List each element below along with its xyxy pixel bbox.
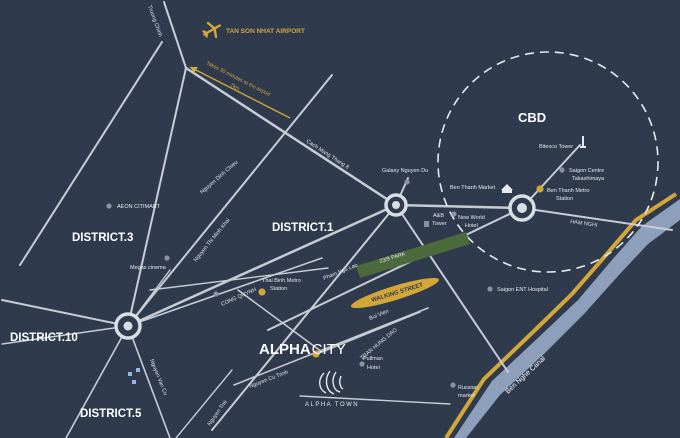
svg-text:Pullman: Pullman: [363, 356, 383, 362]
alpha-town-logo: [319, 370, 344, 395]
svg-text:Megas cinema: Megas cinema: [130, 265, 167, 271]
svg-text:A&B: A&B: [433, 213, 444, 219]
poi-aeon: AEON CITIMART: [106, 203, 161, 210]
canal-bank-gold: [444, 192, 678, 438]
svg-text:Thai Binh Metro: Thai Binh Metro: [262, 278, 301, 284]
airplane-icon: [202, 21, 221, 39]
canal-water: [454, 199, 680, 438]
poi-saigon-centre: Saigon Centre Takashimaya: [559, 167, 605, 182]
poi-russian-market: Russian market: [450, 382, 478, 399]
airport-label: TAN SON NHAT AIRPORT: [226, 28, 305, 35]
poi-bitexco: Bitexco Tower: [539, 136, 586, 150]
poi-ben-thanh-metro: Ben Thanh Metro Station: [536, 185, 589, 202]
roundabout-cong-truong: [384, 193, 408, 217]
airport-marker: TAN SON NHAT AIRPORT: [202, 21, 305, 39]
svg-text:Station: Station: [556, 196, 573, 202]
svg-text:New World: New World: [458, 215, 485, 221]
poi-ent-hospital: Saigon ENT Hospital: [487, 286, 548, 293]
svg-text:Russian: Russian: [458, 385, 478, 391]
svg-text:AEON CITIMART: AEON CITIMART: [117, 204, 161, 210]
cbd-boundary: [437, 51, 659, 273]
project-marker: ALPHACITY ALPHA TOWN: [259, 341, 359, 408]
airport-route-distance: 7km: [229, 82, 240, 92]
poi-new-world: New World Hotel: [451, 211, 485, 229]
district-label-1: DISTRICT.1: [272, 222, 334, 234]
poi-pullman: Pullman Hotel: [359, 356, 383, 371]
project-title-accent: CITY: [312, 341, 346, 358]
district-label-3: DISTRICT.3: [72, 232, 133, 244]
hospital-icons: [128, 368, 140, 384]
poi-ben-thanh-market: Ben Thanh Market: [450, 184, 513, 193]
svg-text:Takashimaya: Takashimaya: [572, 176, 605, 182]
market-icon: [501, 184, 513, 193]
svg-text:Galaxy Nguyen Du: Galaxy Nguyen Du: [382, 168, 428, 174]
tower-icon: [580, 136, 586, 148]
poi-galaxy: Galaxy Nguyen Du: [382, 168, 428, 185]
svg-text:Saigon ENT Hospital: Saigon ENT Hospital: [497, 287, 548, 293]
svg-text:Hotel: Hotel: [367, 365, 380, 371]
cbd-label: CBD: [518, 110, 546, 125]
alpha-town-label: ALPHA TOWN: [305, 402, 359, 408]
project-title: ALPHACITY: [259, 341, 346, 358]
poi-thai-binh-metro: Thai Binh Metro Station: [258, 278, 301, 296]
road-label-ham-nghi: HAM NGHI: [570, 219, 599, 229]
svg-text:Saigon Centre: Saigon Centre: [569, 168, 604, 174]
roundabout-ben-thanh: [508, 194, 536, 222]
poi-megastar: Megas cinema: [130, 255, 170, 271]
svg-text:Station: Station: [270, 286, 287, 292]
svg-text:Tower: Tower: [432, 221, 447, 227]
svg-text:market: market: [458, 393, 475, 399]
poi-cong-quynh-dot: [213, 291, 219, 297]
svg-text:Ben Thanh Market: Ben Thanh Market: [450, 185, 496, 191]
project-title-main: ALPHA: [259, 341, 311, 358]
svg-text:Hotel: Hotel: [465, 223, 478, 229]
svg-text:Bitexco Tower: Bitexco Tower: [539, 144, 573, 150]
poi-ab-tower: A&B Tower: [424, 213, 447, 227]
district-label-10: DISTRICT.10: [10, 332, 78, 344]
svg-text:Ben Thanh Metro: Ben Thanh Metro: [547, 188, 589, 194]
district-label-5: DISTRICT.5: [80, 408, 142, 420]
roundabout-phu-dong: [114, 312, 142, 340]
